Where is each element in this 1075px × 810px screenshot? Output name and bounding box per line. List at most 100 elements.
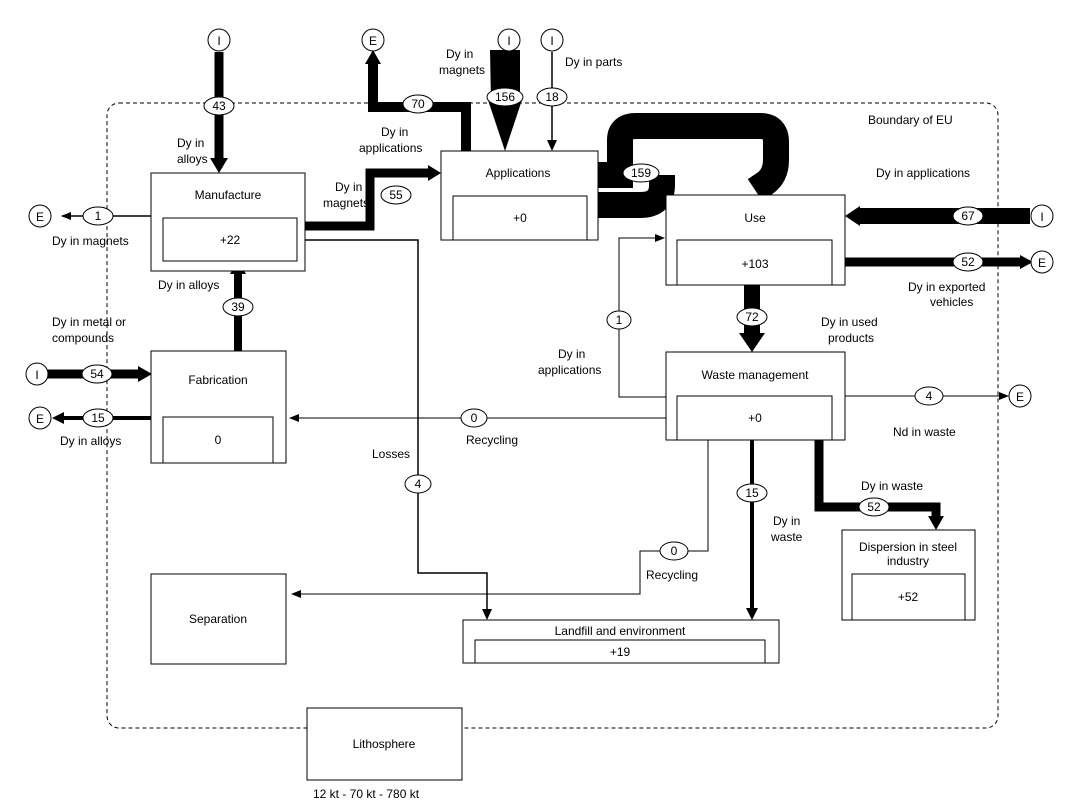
waste-management-title: Waste management <box>702 368 810 382</box>
import-node-magnets: I <box>497 28 521 52</box>
value-manufacture-applications: 55 <box>380 185 412 205</box>
label-dy-in-applications-right: Dy in applications <box>876 166 970 180</box>
value-manufacture-export-magnets: 1 <box>82 206 114 226</box>
landfill-title: Landfill and environment <box>555 624 686 638</box>
process-landfill: Landfill and environment +19 <box>462 619 780 664</box>
svg-text:E: E <box>1038 256 1046 270</box>
import-node-parts: I <box>540 28 564 52</box>
svg-text:43: 43 <box>212 99 226 113</box>
flow-use-export <box>845 255 1033 269</box>
value-import-fabrication: 54 <box>81 364 113 384</box>
label-dy-app-left-1: Dy in <box>558 347 585 361</box>
process-manufacture: Manufacture +22 <box>150 172 306 272</box>
svg-text:E: E <box>36 412 44 426</box>
label-dy-magnets-top-1: Dy in <box>446 47 473 61</box>
label-dy-waste-mid-2: waste <box>770 530 803 544</box>
svg-text:I: I <box>217 34 220 48</box>
landfill-stock: +19 <box>610 645 631 659</box>
boundary-label: Boundary of EU <box>868 113 953 127</box>
svg-text:72: 72 <box>745 310 759 324</box>
export-node-waste: E <box>1008 384 1032 408</box>
value-fabrication-export: 15 <box>82 408 114 428</box>
svg-text:4: 4 <box>926 389 933 403</box>
export-node-fabrication: E <box>28 406 52 430</box>
import-node-use: I <box>1030 204 1054 228</box>
value-manufacture-landfill: 4 <box>404 474 432 494</box>
label-dy-app-top-2: applications <box>359 141 422 155</box>
waste-management-stock: +0 <box>748 411 762 425</box>
flow-manufacture-applications <box>297 165 441 231</box>
lithosphere-title: Lithosphere <box>353 737 416 751</box>
svg-text:52: 52 <box>867 500 881 514</box>
label-dy-used-1: Dy in used <box>821 315 878 329</box>
label-dy-in-magnets-left: Dy in magnets <box>52 234 129 248</box>
value-fabrication-manufacture: 39 <box>222 297 254 317</box>
value-applications-export: 70 <box>402 94 434 114</box>
label-recycling-2: Recycling <box>646 568 698 582</box>
use-stock: +103 <box>741 257 768 271</box>
svg-text:1: 1 <box>616 313 623 327</box>
fabrication-stock: 0 <box>215 433 222 447</box>
value-waste-dispersion: 52 <box>858 497 890 517</box>
process-lithosphere: Lithosphere 12 kt - 70 kt - 780 kt <box>306 707 463 801</box>
flow-import-use <box>845 206 1030 226</box>
applications-title: Applications <box>486 166 551 180</box>
label-losses: Losses <box>372 447 410 461</box>
svg-text:I: I <box>550 34 553 48</box>
dispersion-title-line2: industry <box>887 554 929 568</box>
value-waste-landfill: 15 <box>736 483 768 503</box>
label-dy-in-alloys-top-1: Dy in <box>177 136 204 150</box>
export-node-magnets-app: E <box>361 28 385 52</box>
flow-applications-use <box>598 113 789 218</box>
svg-text:I: I <box>507 34 510 48</box>
import-node-fabrication: I <box>25 362 49 386</box>
dispersion-title-line1: Dispersion in steel <box>859 540 957 554</box>
label-dy-metal-2: compounds <box>52 331 114 345</box>
process-applications: Applications +0 <box>440 150 599 241</box>
process-fabrication: Fabrication 0 <box>150 350 287 464</box>
svg-text:70: 70 <box>411 97 425 111</box>
dispersion-stock: +52 <box>898 590 919 604</box>
label-dy-waste-mid-1: Dy in <box>773 514 800 528</box>
svg-text:15: 15 <box>91 411 105 425</box>
svg-text:0: 0 <box>671 544 678 558</box>
value-waste-fabrication: 0 <box>460 408 488 428</box>
value-import-parts-applications: 18 <box>536 87 568 107</box>
svg-text:E: E <box>369 34 377 48</box>
label-dy-magnets-top-2: magnets <box>439 63 485 77</box>
label-dy-metal-1: Dy in metal or <box>52 315 126 329</box>
svg-text:4: 4 <box>415 477 422 491</box>
label-dy-in-alloys-mid: Dy in alloys <box>158 278 219 292</box>
svg-text:E: E <box>36 210 44 224</box>
flow-waste-landfill <box>746 440 758 620</box>
svg-text:54: 54 <box>90 367 104 381</box>
label-dy-used-2: products <box>828 331 874 345</box>
svg-text:I: I <box>35 368 38 382</box>
fabrication-title: Fabrication <box>188 373 247 387</box>
svg-text:67: 67 <box>961 209 975 223</box>
label-dy-exported-2: vehicles <box>930 295 973 309</box>
svg-text:52: 52 <box>961 255 975 269</box>
value-waste-separation: 0 <box>659 541 689 561</box>
value-use-waste: 72 <box>736 307 768 327</box>
process-use: Use +103 <box>665 194 846 286</box>
flow-waste-separation <box>291 440 709 598</box>
svg-text:18: 18 <box>545 90 559 104</box>
svg-text:159: 159 <box>631 166 651 180</box>
use-title: Use <box>744 211 766 225</box>
svg-text:1: 1 <box>95 209 102 223</box>
value-import-magnets-applications: 156 <box>486 87 524 107</box>
label-dy-in-parts: Dy in parts <box>565 55 622 69</box>
lithosphere-note: 12 kt - 70 kt - 780 kt <box>313 787 420 801</box>
svg-text:39: 39 <box>231 300 245 314</box>
svg-text:156: 156 <box>495 90 515 104</box>
label-recycling-1: Recycling <box>466 433 518 447</box>
svg-text:E: E <box>1016 390 1024 404</box>
applications-stock: +0 <box>513 211 527 225</box>
svg-text:I: I <box>1040 210 1043 224</box>
label-dy-magnets-mid-2: magnets <box>323 196 369 210</box>
svg-text:55: 55 <box>389 188 403 202</box>
value-applications-use: 159 <box>622 163 660 183</box>
manufacture-stock: +22 <box>220 233 241 247</box>
